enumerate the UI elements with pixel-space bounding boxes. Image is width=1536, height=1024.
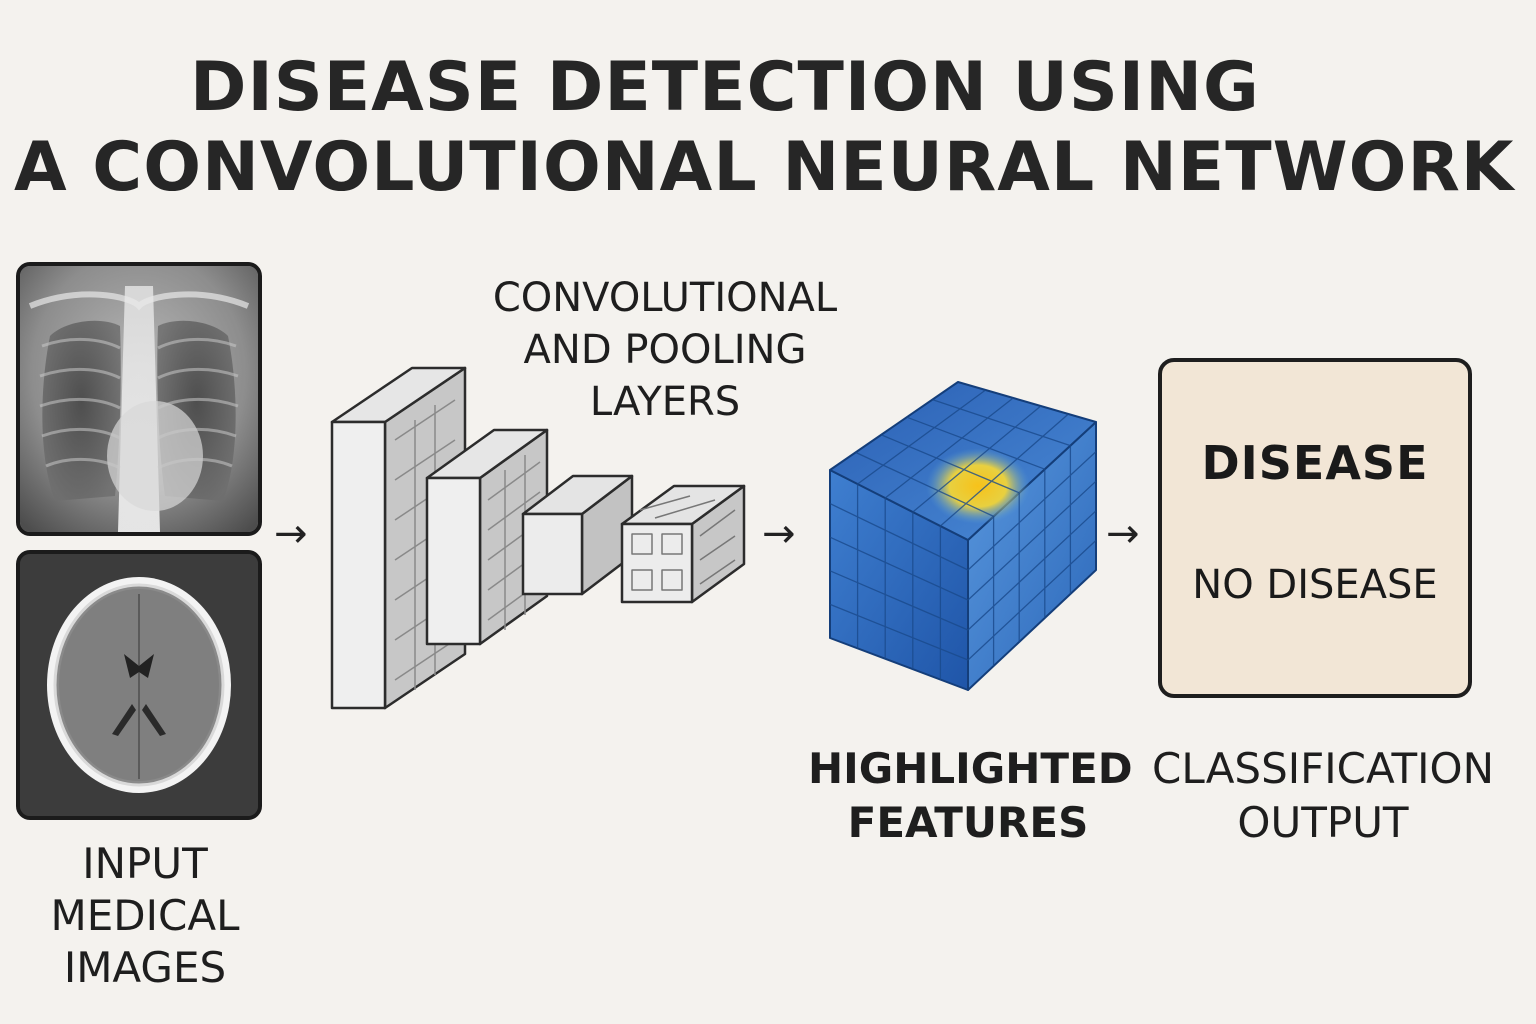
feature-map-cube — [829, 381, 1097, 691]
diagram-title-line-2: A CONVOLUTIONAL NEURAL NETWORK — [14, 128, 1515, 207]
class-no-disease: NO DISEASE — [1192, 562, 1438, 608]
arrow-right-icon: → — [1106, 511, 1140, 557]
brain-ct-image — [16, 550, 262, 820]
conv-label-line-3: LAYERS — [589, 379, 741, 425]
features-label-line-2: FEATURES — [847, 798, 1089, 847]
arrow-right-icon: → — [762, 511, 796, 557]
input-label-line-3: IMAGES — [63, 943, 227, 992]
classification-output-label: CLASSIFICATION OUTPUT — [1150, 742, 1496, 850]
highlight-region — [926, 448, 1030, 524]
conv-layer-block — [620, 484, 746, 604]
input-images-label: INPUT MEDICAL IMAGES — [20, 838, 270, 994]
conv-layers-label: CONVOLUTIONAL AND POOLING LAYERS — [470, 272, 860, 428]
output-label-line-2: OUTPUT — [1237, 798, 1409, 847]
input-label-line-2: MEDICAL — [50, 891, 240, 940]
arrow-right-icon: → — [274, 511, 308, 557]
output-label-line-1: CLASSIFICATION — [1152, 744, 1494, 793]
highlighted-features-label: HIGHLIGHTED FEATURES — [808, 742, 1133, 850]
classification-output-box: DISEASE NO DISEASE — [1158, 358, 1472, 698]
diagram-title-line-1: DISEASE DETECTION USING — [190, 48, 1260, 127]
class-disease: DISEASE — [1201, 436, 1429, 490]
features-label-line-1: HIGHLIGHTED — [808, 744, 1133, 793]
input-label-line-1: INPUT — [82, 839, 208, 888]
conv-layers-diagram — [330, 366, 746, 710]
conv-label-line-1: CONVOLUTIONAL — [492, 275, 838, 321]
chest-xray-image — [16, 262, 262, 536]
conv-label-line-2: AND POOLING — [523, 327, 807, 373]
